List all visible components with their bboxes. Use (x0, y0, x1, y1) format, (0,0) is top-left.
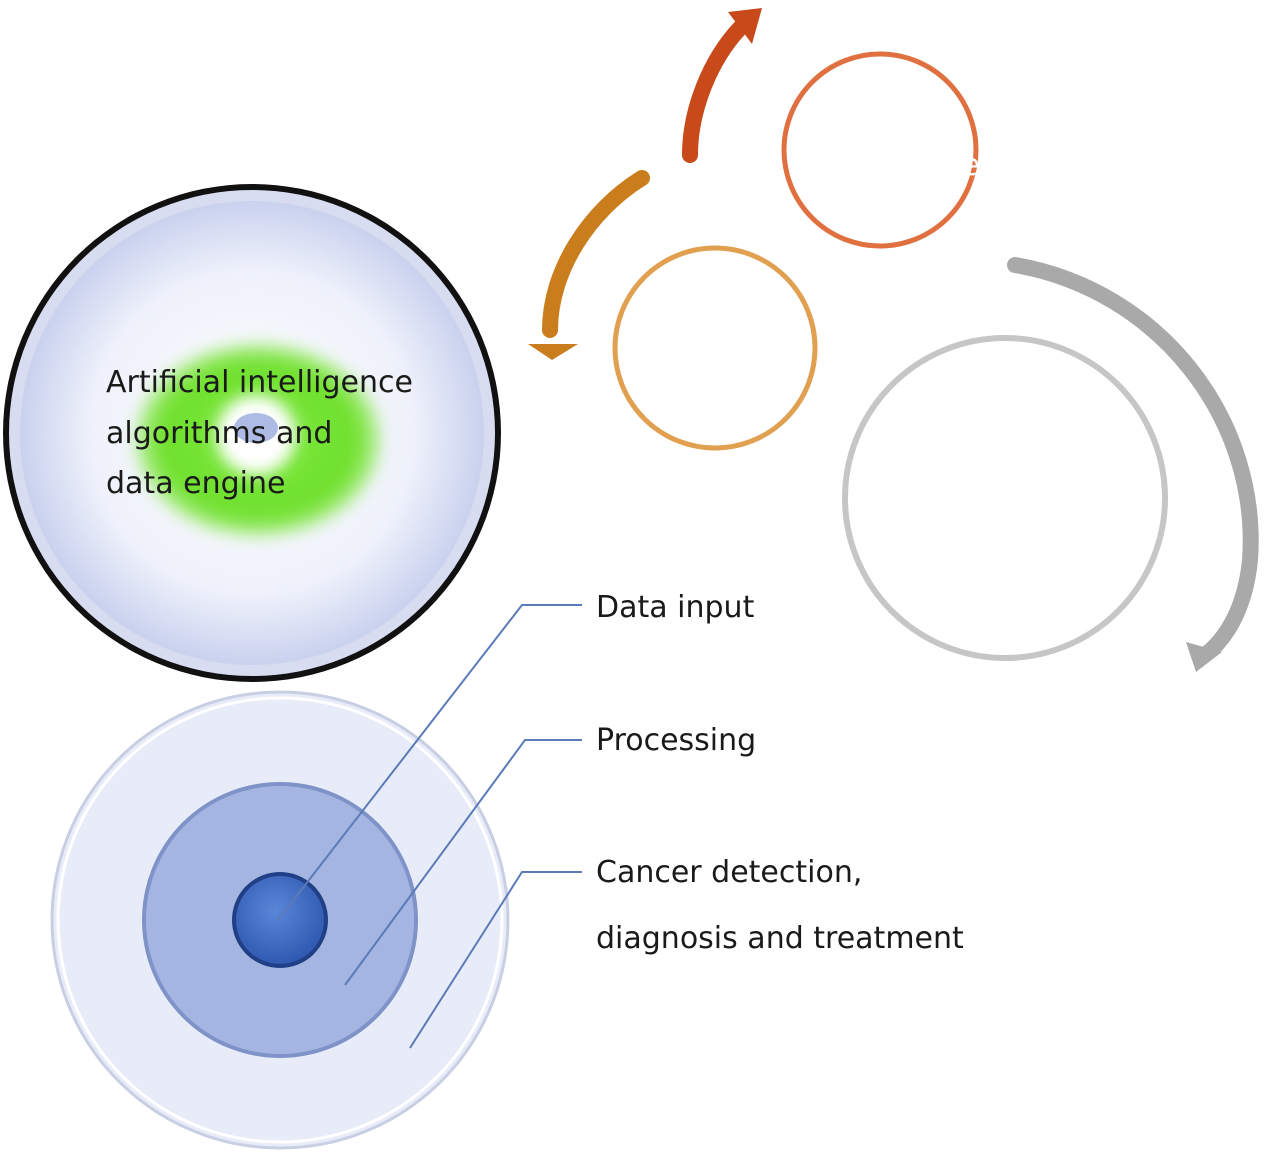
gear-data-machine-bevel (612, 245, 818, 451)
gear-artificial-intelligence: Artificial intelligence (781, 51, 980, 249)
arrow-ai-up (682, 20, 748, 163)
engine-center-dot (234, 413, 278, 443)
gear-cancer-applications-label: Cancer applications (930, 453, 1111, 538)
gear-data-machine-label: Data machine (661, 306, 790, 390)
ring-outer-highlight (56, 696, 504, 1144)
gear-cancer-applications: Cancer applications (842, 335, 1168, 661)
ring-inner (232, 872, 328, 968)
arrow-ai-up-head-icon (728, 8, 762, 44)
label-data-input: Data input (596, 590, 755, 625)
label-cancer-detection: Cancer detection, diagnosis and treatmen… (596, 855, 964, 956)
leader-data-input (277, 604, 582, 921)
arrow-cancer-around-head-icon (1186, 642, 1222, 672)
arrow-cancer-around (1007, 257, 1259, 663)
gear-data-machine: Data machine (612, 245, 818, 451)
arrow-data-down-head-icon (528, 344, 578, 360)
gear-artificial-intelligence-bevel (781, 51, 979, 249)
engine-label: Artificial intelligence algorithms and d… (106, 365, 423, 501)
rings-diagram: Data input Processing Cancer detection, … (50, 590, 964, 1150)
leader-processing (344, 739, 582, 986)
engine-disc: Artificial intelligence algorithms and d… (3, 184, 501, 682)
label-processing: Processing (596, 723, 756, 758)
leader-cancer-detection (409, 871, 582, 1049)
gear-artificial-intelligence-label: Artificial intelligence (806, 98, 980, 183)
arrow-data-down (542, 170, 650, 338)
gear-cancer-applications-bevel (842, 335, 1168, 661)
